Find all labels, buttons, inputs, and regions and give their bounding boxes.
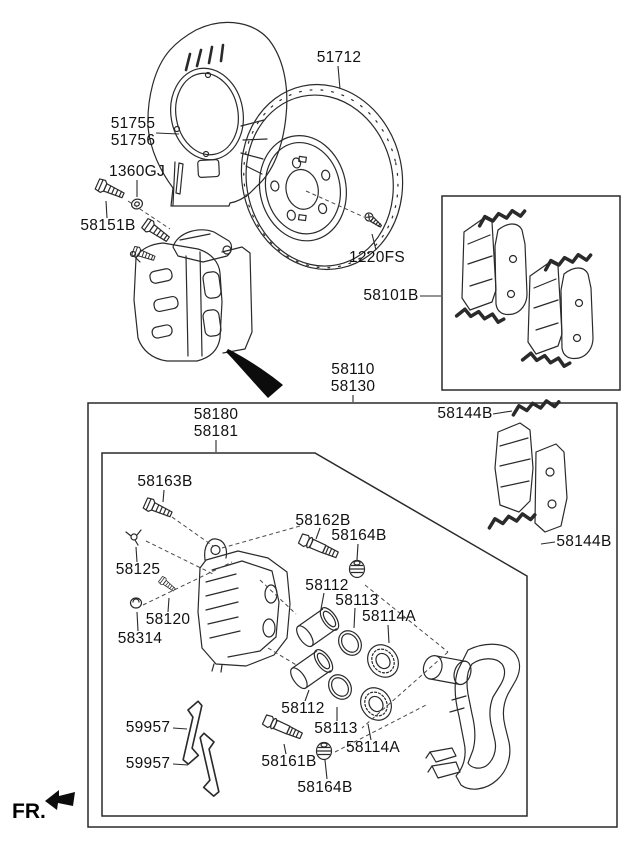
caliper-body-drawing [197,538,291,673]
part-label-51755[interactable]: 51755 [110,115,156,132]
part-label-58162B[interactable]: 58162B [295,512,351,529]
part-label-51756[interactable]: 51756 [110,132,156,149]
part-label-58120[interactable]: 58120 [145,611,191,628]
part-label-58114A-upper[interactable]: 58114A [361,608,417,625]
caliper-kit-box [87,402,618,828]
part-label-59957-lower[interactable]: 59957 [125,755,171,772]
part-label-58164B-lower[interactable]: 58164B [297,779,353,796]
part-label-58101B[interactable]: 58101B [363,287,419,304]
pad-kit-box [441,195,621,391]
part-label-58161B[interactable]: 58161B [261,753,317,770]
part-label-58113-upper[interactable]: 58113 [335,592,379,609]
part-label-58144B-bottom[interactable]: 58144B [556,533,612,550]
dust-shield-drawing [147,21,288,207]
part-label-58130[interactable]: 58130 [330,378,376,395]
part-label-51712[interactable]: 51712 [316,49,362,66]
fr-direction-arrow-icon [45,790,75,810]
part-label-1360GJ[interactable]: 1360GJ [108,163,166,180]
pad-and-springs-drawing [486,397,568,533]
part-label-58314[interactable]: 58314 [117,630,163,647]
bleeder-cap-drawing [129,597,143,609]
part-label-1220FS[interactable]: 1220FS [348,249,406,266]
part-label-58163B[interactable]: 58163B [137,473,193,490]
detail-pointer-wedge [226,349,283,398]
part-label-58151B[interactable]: 58151B [80,217,136,234]
part-label-58114A-lower[interactable]: 58114A [345,739,401,756]
assembly-guide-lines [127,190,449,753]
caliper-carrier-drawing [422,643,521,790]
brake-disc-drawing [240,83,404,271]
part-label-58112-lower[interactable]: 58112 [281,700,325,717]
caliper-assembly-drawing [129,217,253,362]
part-label-59957-upper[interactable]: 59957 [125,719,171,736]
part-label-58113-lower[interactable]: 58113 [314,720,358,737]
fr-direction-label: FR. [12,800,46,823]
clip-drawing [125,529,142,546]
leader-lines [105,65,556,780]
caliper-overhaul-box [101,452,528,817]
part-label-58181[interactable]: 58181 [193,423,239,440]
part-label-58112-upper[interactable]: 58112 [305,577,349,594]
part-label-58164B-upper[interactable]: 58164B [331,527,387,544]
part-label-58110[interactable]: 58110 [331,361,375,378]
part-label-58180[interactable]: 58180 [193,406,239,423]
part-label-58144B-top[interactable]: 58144B [437,405,493,422]
part-label-58125[interactable]: 58125 [115,561,161,578]
washer-drawing [130,198,144,210]
